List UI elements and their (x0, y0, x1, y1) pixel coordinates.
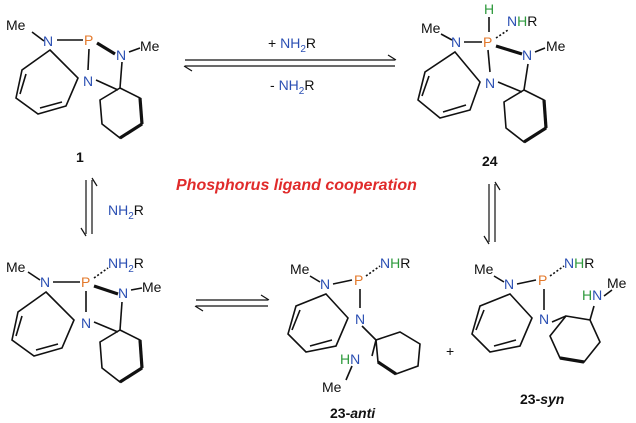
adduct-structure: Me N P NH2R N Me N (6, 255, 162, 384)
compound-23-anti-label: 23-anti (330, 405, 376, 421)
nh2r-label: NH2R (108, 255, 144, 275)
methyl-label: Me (140, 38, 160, 54)
bottom-equilibrium (194, 294, 270, 312)
hydrogen-label: H (484, 1, 494, 17)
top-equilibrium: + NH2R - NH2R (183, 35, 397, 97)
compound-1-label: 1 (76, 149, 84, 165)
compound-24-structure: H Me N P NHR N Me N 24 (417, 1, 566, 169)
nitrogen-label: N (355, 311, 365, 327)
nitrogen-label: N (320, 276, 330, 292)
phosphorus-label: P (483, 34, 492, 50)
nitrogen-label: N (451, 34, 461, 50)
reagent-left-nh2r: NH2R (108, 202, 144, 222)
methyl-label: Me (474, 261, 494, 277)
nh-label: HN (582, 287, 602, 303)
phosphorus-label: P (538, 272, 547, 288)
nh-label: HN (340, 351, 360, 367)
compound-23-syn-structure: Me N P NHR N HN Me 23-syn (471, 255, 627, 407)
nitrogen-label: N (43, 33, 53, 49)
methyl-label: Me (6, 259, 26, 275)
scheme-title: Phosphorus ligand cooperation (176, 177, 417, 194)
methyl-label: Me (421, 20, 441, 36)
nhr-label: NHR (564, 255, 594, 271)
nitrogen-label: N (504, 276, 514, 292)
methyl-label: Me (6, 17, 26, 33)
reagent-remove-nh2r: - NH2R (270, 77, 314, 97)
nitrogen-label: N (83, 73, 93, 89)
left-equilibrium: NH2R (80, 177, 144, 237)
methyl-label: Me (290, 261, 310, 277)
methyl-label: Me (142, 279, 162, 295)
nitrogen-label: N (81, 315, 91, 331)
reagent-add-nh2r: + NH2R (268, 35, 316, 55)
nitrogen-label: N (485, 75, 495, 91)
methyl-label: Me (322, 379, 342, 395)
nitrogen-label: N (116, 47, 126, 63)
compound-23-anti-structure: Me N P NHR N HN Me 23-anti (287, 255, 421, 421)
right-equilibrium (483, 181, 501, 245)
nhr-label: NHR (507, 13, 537, 29)
nhr-label: NHR (380, 255, 410, 271)
phosphorus-label: P (81, 274, 90, 290)
phosphorus-label: P (354, 272, 363, 288)
phosphorus-label: P (84, 32, 93, 48)
plus-sign: + (446, 343, 454, 359)
nitrogen-label: N (539, 311, 549, 327)
methyl-label: Me (546, 38, 566, 54)
nitrogen-label: N (40, 274, 50, 290)
compound-1-structure: Me N P N Me N 1 (6, 17, 160, 165)
compound-23-syn-label: 23-syn (520, 391, 564, 407)
nitrogen-label: N (118, 285, 128, 301)
compound-24-label: 24 (482, 153, 498, 169)
nitrogen-label: N (522, 47, 532, 63)
methyl-label: Me (607, 275, 627, 291)
